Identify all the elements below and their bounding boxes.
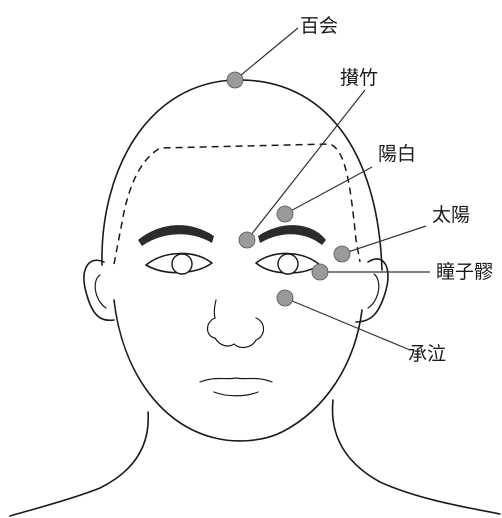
shoukyuu-label: 承泣 [408, 343, 446, 365]
sanchiku-point [239, 232, 255, 248]
dashed-hairline [114, 144, 360, 264]
sanchiku-label: 攅竹 [340, 67, 378, 89]
youhaku-leader-line [285, 167, 372, 214]
taiyou-label: 太陽 [432, 204, 470, 226]
hyakue-label: 百会 [300, 15, 338, 37]
right-eyebrow [258, 225, 326, 245]
taiyou-leader-line [342, 226, 426, 254]
nose [208, 318, 264, 347]
right-pupil [278, 254, 298, 274]
hyakue-point [227, 72, 243, 88]
shoukyuu-leader-line [285, 298, 410, 350]
nose-bridge [214, 300, 216, 318]
shoukyuu-point [277, 290, 293, 306]
neck-right [333, 400, 500, 514]
neck-left [10, 412, 148, 516]
right-ear-inner [368, 274, 379, 308]
youhaku-point [277, 206, 293, 222]
sanchiku-leader-line [247, 90, 365, 240]
left-pupil [172, 254, 192, 274]
right-ear [356, 259, 388, 322]
youhaku-label: 陽白 [378, 143, 416, 165]
left-eyebrow [138, 225, 214, 246]
left-ear [84, 260, 114, 320]
hyakue-leader-line [235, 28, 298, 80]
mouth-lower [214, 392, 258, 396]
jaw-outline [114, 300, 362, 441]
taiyou-point [334, 246, 350, 262]
doushiryou-point [312, 264, 328, 280]
doushiryou-label: 瞳子髎 [436, 261, 493, 283]
left-ear-inner [95, 275, 106, 308]
mouth-upper [200, 378, 272, 382]
leader-lines [235, 28, 430, 350]
